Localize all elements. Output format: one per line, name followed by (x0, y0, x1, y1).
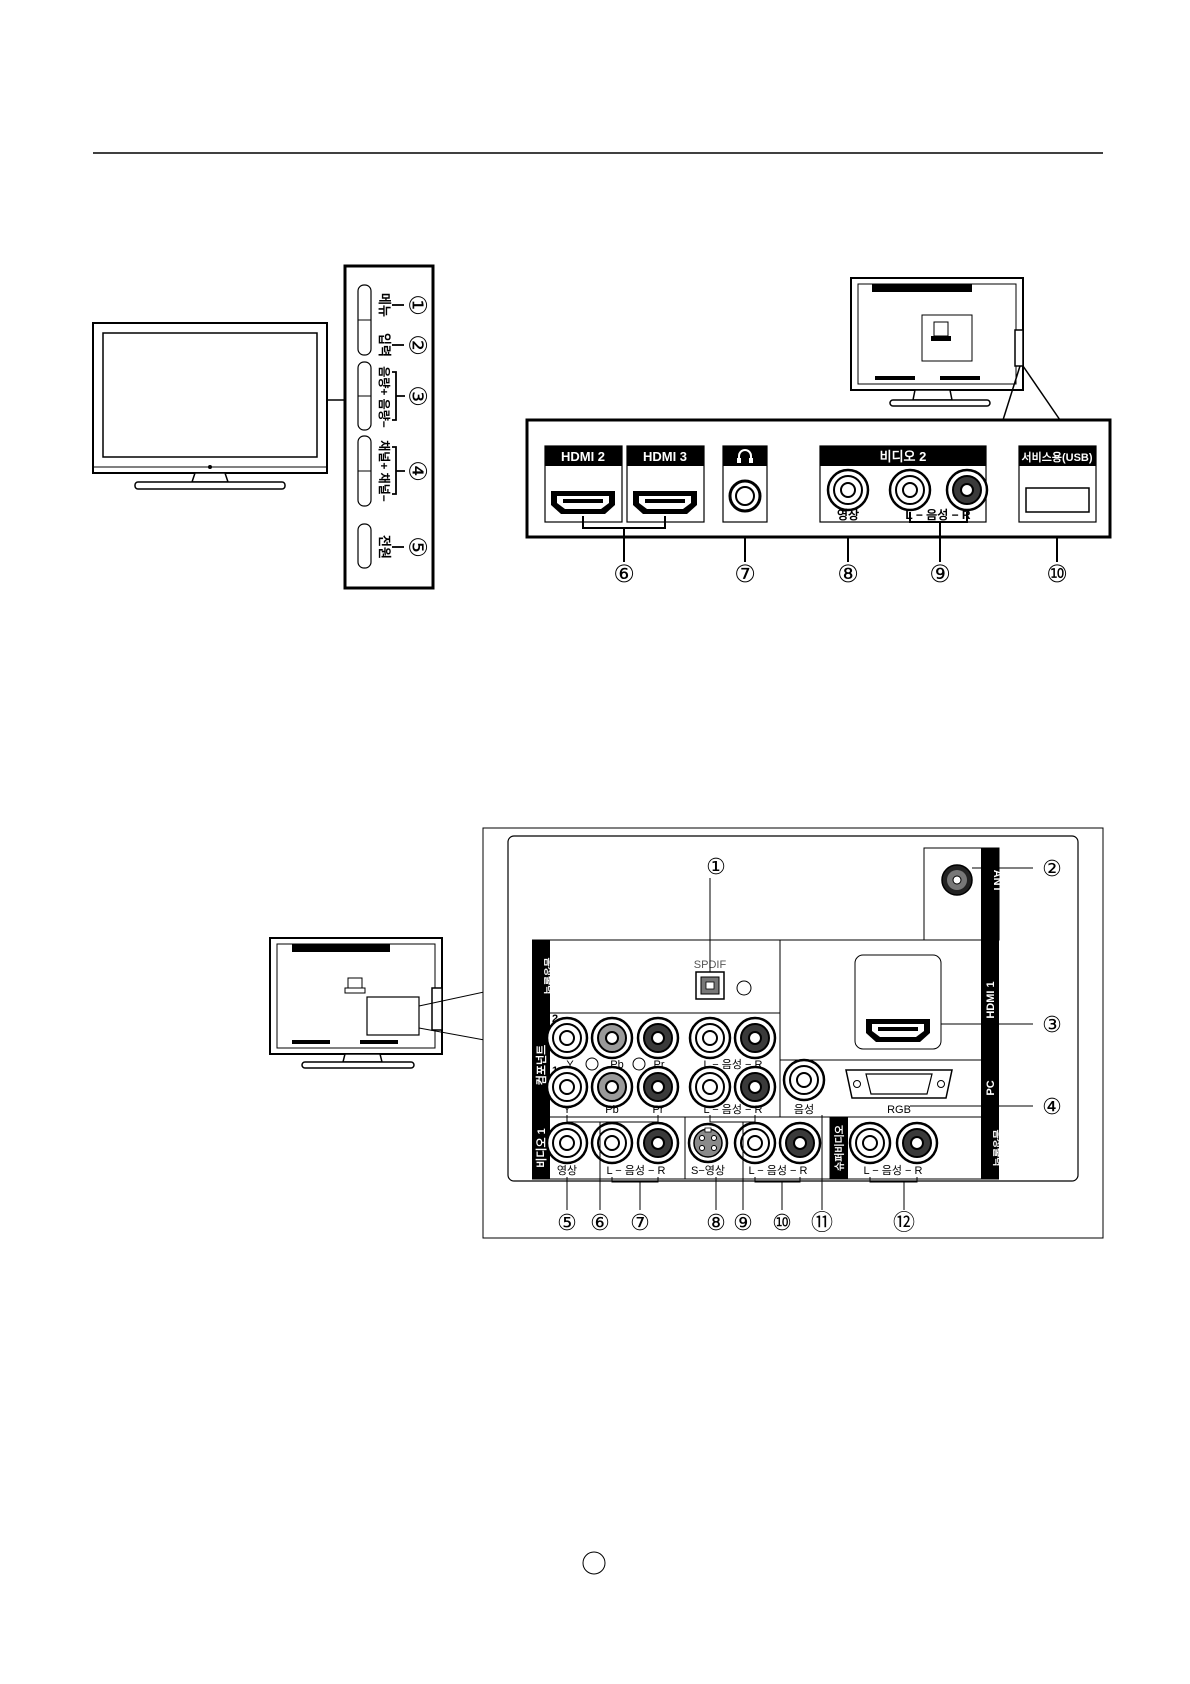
section-pc: PC (985, 1080, 997, 1095)
video1-audio-label: L − 음성 − R (607, 1164, 666, 1177)
rear-tv-thumbnail-bottom (270, 938, 512, 1068)
comp1-pr-label: Pr (653, 1104, 664, 1116)
comp1-pb-label: Pb (605, 1104, 618, 1116)
section-audio-out-bottom: 음성출력 (991, 1130, 1004, 1167)
callout-rear-4: ④ (1042, 1094, 1062, 1119)
callout-rear-10: ⑩ (772, 1210, 792, 1235)
section-audio-out-top: 음성출력 (542, 958, 555, 995)
spdif-optical-port (696, 972, 724, 999)
callout-side-4: ④ (404, 460, 431, 482)
svideo-audio-label: L − 음성 − R (749, 1164, 808, 1177)
usb-header: 서비스용(USB) (1021, 450, 1092, 464)
button-label-channel: 채널+ 채널− (377, 440, 392, 502)
callout-rear-12: ⑫ (893, 1210, 915, 1235)
video1-video-label: 영상 (557, 1164, 577, 1177)
side-connector-panel: HDMI 2 HDMI 3 비디오 2 영상 L − 음성 − R 서비스용(U (527, 420, 1110, 588)
section-component: 컴포넌트 (534, 1045, 548, 1085)
callout-side-8: ⑧ (837, 561, 859, 588)
callout-rear-8: ⑧ (706, 1210, 726, 1235)
headphone-jack (730, 481, 760, 511)
page-number-circle (583, 1552, 605, 1574)
rgb-vga-port (846, 1070, 952, 1098)
svideo-port (689, 1124, 727, 1162)
rgb-label: RGB (887, 1104, 911, 1116)
video2-header: 비디오 2 (880, 449, 927, 464)
ant-label: ANT (991, 870, 1003, 893)
side-button-panel: 메뉴 입력 음량+ 음량− 채널+ 채널− 전원 ① ② ③ ④ ⑤ (345, 266, 433, 588)
callout-side-1: ① (404, 294, 431, 316)
button-label-power: 전원 (377, 535, 392, 559)
section-hdmi1: HDMI 1 (985, 981, 997, 1018)
svideo-label: S−영상 (691, 1164, 725, 1177)
callout-side-10: ⑩ (1046, 561, 1068, 588)
callout-rear-1: ① (706, 854, 726, 879)
callout-rear-11: ⑪ (811, 1210, 833, 1235)
video2-video-label: 영상 (837, 507, 859, 522)
callout-side-3: ③ (404, 385, 431, 407)
comp1-y-label: Y (563, 1104, 571, 1116)
button-label-volume: 음량+ 음량− (377, 366, 392, 428)
callout-side-7: ⑦ (734, 561, 756, 588)
comp1-audio-label: L − 음성 − R (704, 1103, 763, 1116)
callout-rear-3: ③ (1042, 1012, 1062, 1037)
rear-tv-thumbnail-top (851, 278, 1060, 420)
callout-rear-6: ⑥ (590, 1210, 610, 1235)
video2-audio-label: L − 음성 − R (905, 507, 971, 522)
callout-side-6: ⑥ (613, 561, 635, 588)
callout-side-9: ⑨ (929, 561, 951, 588)
button-label-input: 입력 (377, 333, 392, 357)
callout-rear-9: ⑨ (733, 1210, 753, 1235)
pc-audio-label: 음성 (794, 1103, 814, 1116)
section-video1: 비디오 1 (534, 1128, 548, 1168)
rear-connector-panel: ANT 음성출력 컴포넌트 비디오 1 슈퍼비디오 HDMI 1 PC 음성출력… (483, 828, 1103, 1238)
callout-rear-5: ⑤ (557, 1210, 577, 1235)
callout-rear-2: ② (1042, 856, 1062, 881)
section-super-video: 슈퍼비디오 (833, 1125, 846, 1171)
hdmi3-header: HDMI 3 (643, 449, 687, 464)
callout-side-2: ② (404, 334, 431, 356)
callout-rear-7: ⑦ (630, 1210, 650, 1235)
antenna-connector (942, 865, 972, 895)
hdmi2-header: HDMI 2 (561, 449, 605, 464)
front-tv-illustration (93, 323, 345, 489)
audio-out-label: L − 음성 − R (864, 1164, 923, 1177)
button-label-menu: 메뉴 (377, 293, 392, 317)
callout-side-5: ⑤ (404, 536, 431, 558)
